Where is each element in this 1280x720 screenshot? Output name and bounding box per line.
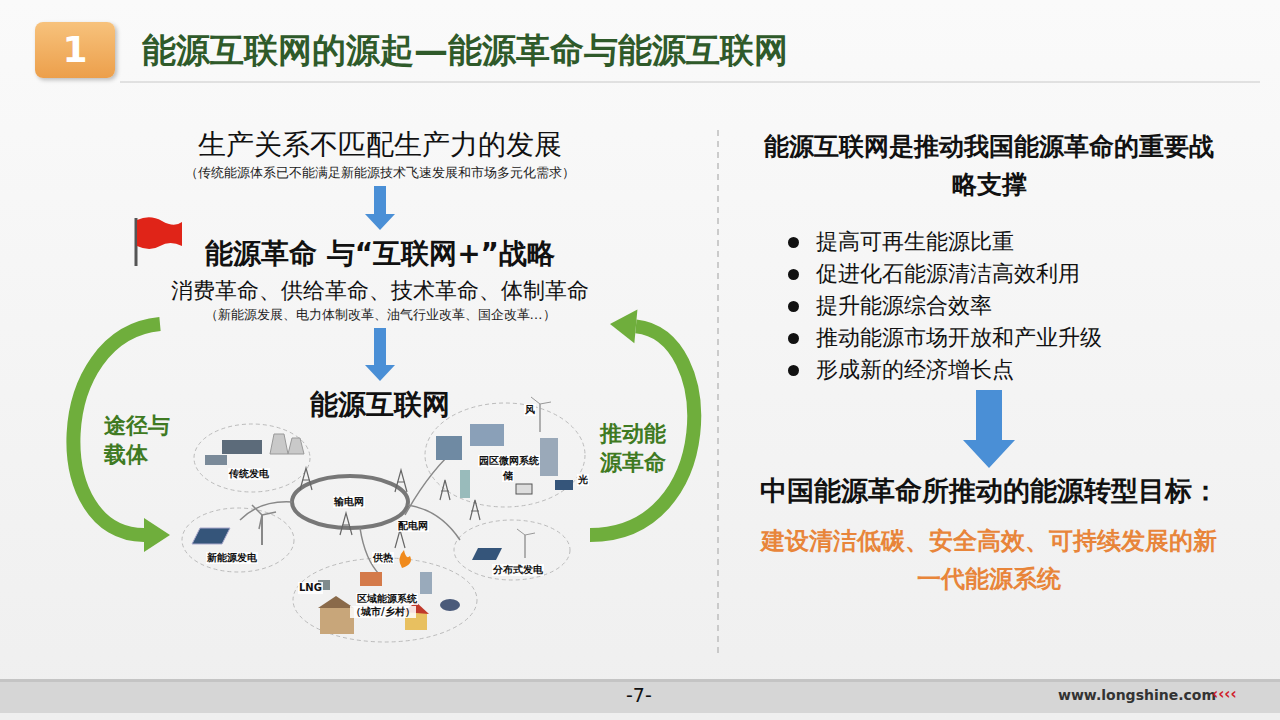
down-arrow [963, 390, 1015, 468]
illustration-label: 新能源发电 [206, 552, 258, 564]
illustration-label: 供热 [372, 552, 394, 564]
illustration-label: 输电网 [333, 496, 365, 508]
column-divider [717, 130, 719, 655]
edge-label: 推动能源革命 [600, 420, 670, 477]
illustration-label: 区域能源系统 [356, 593, 418, 605]
illustration-label: 传统发电 [228, 468, 270, 480]
illustration-label: （城市/乡村） [350, 606, 416, 618]
node-text: （传统能源体系已不能满足新能源技术飞速发展和市场多元化需求） [130, 164, 630, 182]
page-number: -7- [626, 684, 652, 706]
node-text: 建设清洁低碳、安全高效、可持续发展的新一代能源系统 [758, 522, 1220, 598]
goal-block: 中国能源革命所推动的能源转型目标： 建设清洁低碳、安全高效、可持续发展的新一代能源… [758, 472, 1220, 598]
bullet-dot [788, 237, 799, 248]
node-heading: 能源革命 与“互联网+”战略 [120, 234, 640, 274]
node-text: 消费革命、供给革命、技术革命、体制革命 [120, 276, 640, 306]
illustration-label: LNG [298, 582, 323, 594]
bullet-item: 推动能源市场开放和产业升级 [758, 322, 1220, 354]
node-heading: 能源互联网是推动我国能源革命的重要战略支撑 [758, 128, 1220, 204]
bullet-item: 形成新的经济增长点 [758, 354, 1220, 386]
footer-chevrons: ‹‹‹‹ [1212, 685, 1237, 703]
bullet-dot [788, 301, 799, 312]
footer-edge [0, 679, 1280, 682]
illustration-label: 风 [524, 404, 536, 416]
illustration-label: 储 [502, 470, 514, 482]
down-arrow [365, 328, 395, 381]
bullet-item: 提升能源综合效率 [758, 290, 1220, 322]
node-heading: 1 [35, 22, 115, 78]
node-text: （新能源发展、电力体制改革、油气行业改革、国企改革…） [120, 306, 640, 324]
curved-arrow [590, 309, 694, 535]
node-heading: 中国能源革命所推动的能源转型目标： [758, 472, 1220, 510]
slide-title: 能源互联网的源起—能源革命与能源互联网 [142, 26, 788, 74]
bullet-dot [788, 333, 799, 344]
node-heading: 生产关系不匹配生产力的发展 [130, 126, 630, 164]
number-badge: 1 [35, 22, 115, 78]
curve-head [610, 309, 637, 343]
flag-icon [136, 217, 182, 266]
illustration-label: 分布式发电 [492, 564, 544, 576]
bullet-item: 促进化石能源清洁高效利用 [758, 258, 1220, 290]
bullet-dot [788, 365, 799, 376]
support-block: 能源互联网是推动我国能源革命的重要战略支撑提高可再生能源比重促进化石能源清洁高效… [758, 128, 1220, 386]
curve-shaft [590, 326, 694, 535]
down-arrow [365, 186, 395, 230]
illustration-label: 光 [577, 474, 589, 486]
bullet-dot [788, 269, 799, 280]
revolution-block: 能源革命 与“互联网+”战略消费革命、供给革命、技术革命、体制革命（新能源发展、… [120, 234, 640, 324]
title-rule [120, 81, 1260, 83]
energy-illustration [182, 397, 585, 642]
edge-label: 途径与载体 [104, 412, 174, 469]
illustration-label: 配电网 [397, 520, 429, 532]
footer-bar [0, 679, 1280, 713]
illustration-label: 园区微网系统 [478, 455, 540, 467]
curve-head [144, 518, 170, 552]
website-url: www.longshine.com [1058, 687, 1216, 703]
cause-block: 生产关系不匹配生产力的发展（传统能源体系已不能满足新能源技术飞速发展和市场多元化… [130, 126, 630, 182]
bullet-item: 提高可再生能源比重 [758, 226, 1220, 258]
